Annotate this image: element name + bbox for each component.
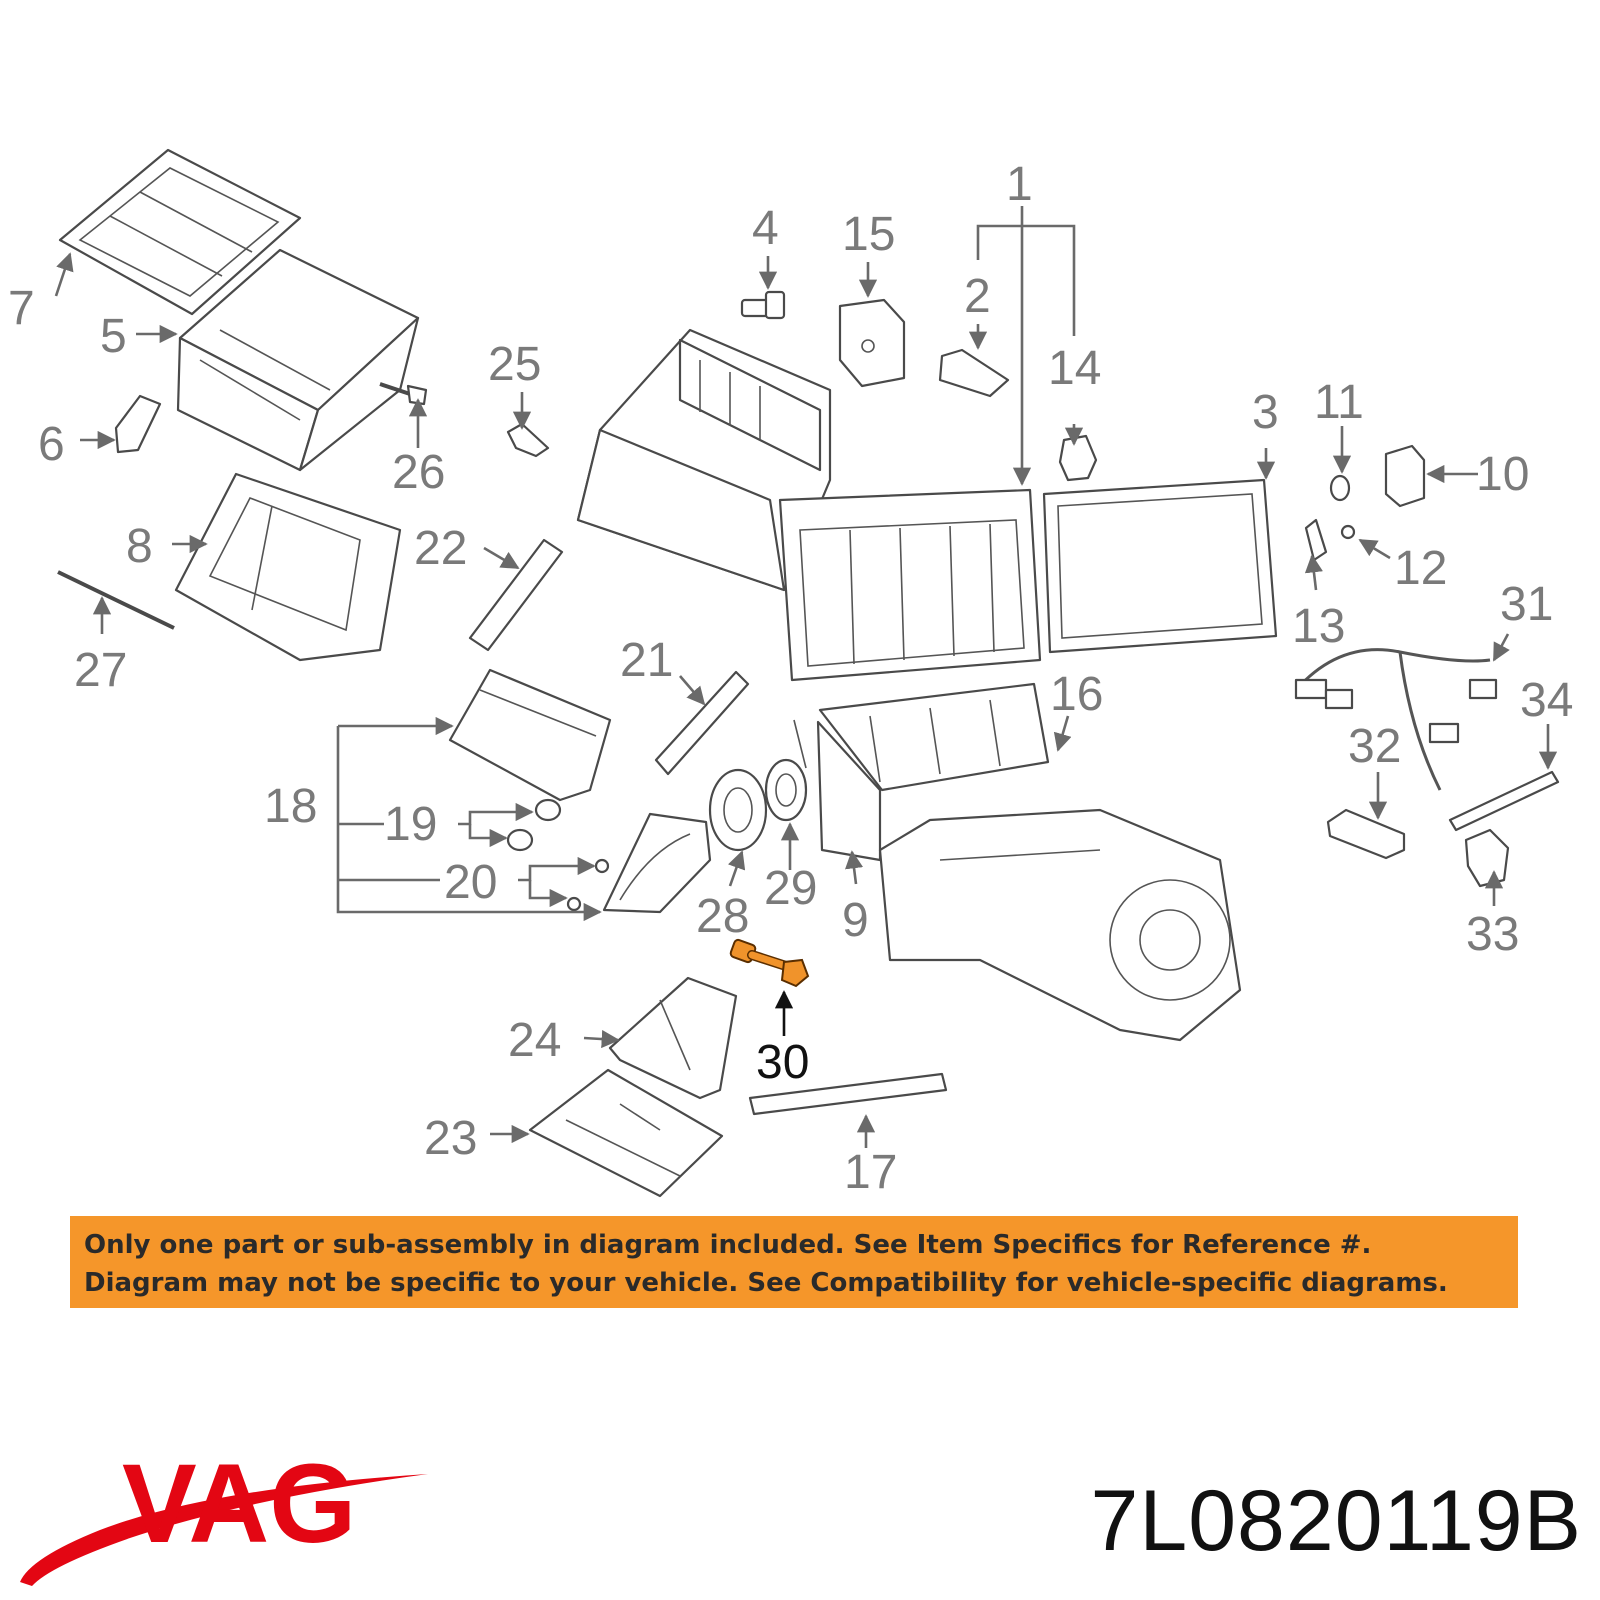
callout-11: 11: [1314, 376, 1364, 429]
callout-33: 33: [1466, 908, 1519, 961]
leader-lines: [54, 206, 1558, 1148]
part-10-valve: [1384, 444, 1426, 508]
part-8-lower-housing: [174, 472, 402, 662]
callout-18: 18: [264, 780, 317, 833]
callout-17: 17: [844, 1146, 897, 1199]
part-31-wiring-harness: [1294, 648, 1498, 791]
part-29-seal: [764, 758, 808, 822]
callout-20: 20: [444, 856, 497, 909]
callout-15: 15: [842, 208, 895, 261]
callout-28: 28: [696, 890, 749, 943]
callout-5: 5: [100, 310, 127, 363]
callout-25: 25: [488, 338, 541, 391]
part-27-rod: [57, 570, 175, 630]
callout-22: 22: [414, 522, 467, 575]
callout-labels: 1 2 3 4 5 6 7 8 9 10 11 12 13 14 15 16 1…: [8, 158, 1573, 1199]
part-blower-housing: [878, 808, 1242, 1042]
part-18-heater-core: [448, 668, 612, 802]
part-28-seal: [708, 768, 768, 852]
logo-swoosh: [20, 1474, 428, 1586]
callout-26: 26: [392, 446, 445, 499]
callout-30: 30: [756, 1036, 809, 1089]
part-22-seal-strip: [468, 538, 564, 652]
part-3-gasket-frame: [1042, 478, 1278, 654]
part-34-strip: [1448, 770, 1560, 832]
callout-4: 4: [752, 202, 779, 255]
callout-2: 2: [964, 270, 991, 323]
part-32-sensor: [1326, 808, 1406, 860]
callout-6: 6: [38, 418, 65, 471]
callout-12: 12: [1394, 542, 1447, 595]
callout-3: 3: [1252, 386, 1279, 439]
part-11-o-ring: [1329, 474, 1351, 502]
part-17-strip: [748, 1072, 948, 1116]
callout-31: 31: [1500, 578, 1553, 631]
callout-8: 8: [126, 520, 153, 573]
part-6-bracket: [114, 394, 162, 454]
part-23-tray: [528, 1068, 724, 1198]
callout-32: 32: [1348, 720, 1401, 773]
part-7-filter-frame: [58, 148, 302, 316]
notice-banner: Only one part or sub-assembly in diagram…: [70, 1216, 1518, 1308]
callout-13: 13: [1292, 600, 1345, 653]
part-20-pipe: [566, 812, 712, 914]
part-13-clip: [1304, 518, 1328, 562]
callout-19: 19: [384, 798, 437, 851]
part-33-connector: [1464, 828, 1510, 888]
notice-line-1: Only one part or sub-assembly in diagram…: [84, 1230, 1372, 1260]
callout-24: 24: [508, 1014, 561, 1067]
part-12-o-ring: [1340, 524, 1356, 540]
callout-29: 29: [764, 862, 817, 915]
callout-21: 21: [620, 634, 673, 687]
callout-7: 7: [8, 282, 35, 335]
brand-logo: VAG: [20, 1441, 428, 1586]
part-number: 7L0820119B: [1090, 1473, 1582, 1569]
part-1-main-housing: [576, 328, 832, 592]
part-21-seal-strip: [654, 670, 750, 776]
notice-line-2: Diagram may not be specific to your vehi…: [84, 1268, 1448, 1298]
part-2-bracket: [938, 348, 1010, 398]
part-19-grommets: [506, 798, 562, 852]
part-24-duct: [608, 976, 738, 1100]
callout-27: 27: [74, 644, 127, 697]
callout-1: 1: [1006, 158, 1033, 211]
part-16-heater-element: [818, 682, 1050, 792]
part-25-clip: [506, 422, 550, 458]
callout-14: 14: [1048, 342, 1101, 395]
logo-text: VAG: [122, 1441, 356, 1566]
part-30-bolt: [729, 938, 810, 988]
part-15-actuator: [838, 298, 906, 388]
part-1-evaporator-core: [778, 488, 1042, 682]
part-4-fitting: [740, 290, 786, 320]
callout-9: 9: [842, 894, 869, 947]
callout-34: 34: [1520, 674, 1573, 727]
part-14-seal: [1058, 434, 1098, 482]
callout-10: 10: [1476, 448, 1529, 501]
callout-16: 16: [1050, 668, 1103, 721]
callout-23: 23: [424, 1112, 477, 1165]
